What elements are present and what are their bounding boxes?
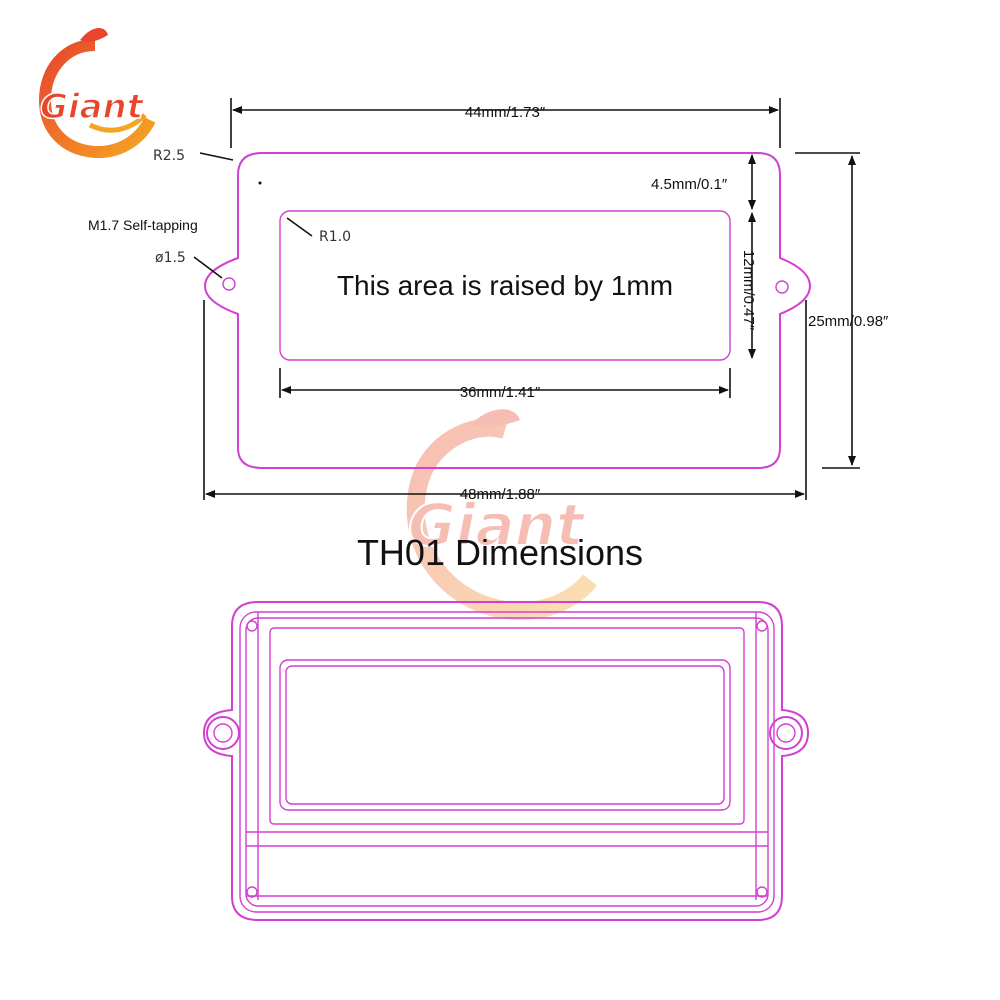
dimension-lines (193, 98, 860, 500)
watermark: Giant (406, 409, 598, 620)
labels: 44mm/1.73″ 4.5mm/0.1″ 12mm/0.47″ 25mm/0.… (88, 104, 889, 573)
brand-logo: Giant (38, 28, 156, 159)
bottom-view-outline (202, 601, 810, 921)
dim-total-height: 25mm/0.98″ (808, 313, 889, 330)
dim-top-margin: 4.5mm/0.1″ (651, 176, 728, 193)
dim-total-width: 48mm/1.88″ (460, 486, 541, 503)
radius-inner-label: R1.0 (319, 229, 351, 245)
hole-diameter-label: ø1.5 (155, 250, 186, 266)
logo-text: Giant (40, 87, 145, 127)
dim-outer-width: 44mm/1.73″ (465, 104, 546, 121)
drawing-title: TH01 Dimensions (357, 532, 643, 573)
right-mount-hole (775, 280, 789, 294)
top-view-outline (203, 152, 812, 469)
watermark-text: Giant (408, 491, 586, 559)
dim-window-height: 12mm/0.47″ (740, 250, 757, 331)
radius-outer-label: R2.5 (153, 148, 185, 164)
left-mount-hole (222, 277, 236, 291)
dim-window-width: 36mm/1.41″ (460, 384, 541, 401)
raised-area-label: This area is raised by 1mm (337, 270, 673, 301)
screw-note: M1.7 Self-tapping (88, 217, 198, 233)
raised-window (279, 210, 731, 361)
